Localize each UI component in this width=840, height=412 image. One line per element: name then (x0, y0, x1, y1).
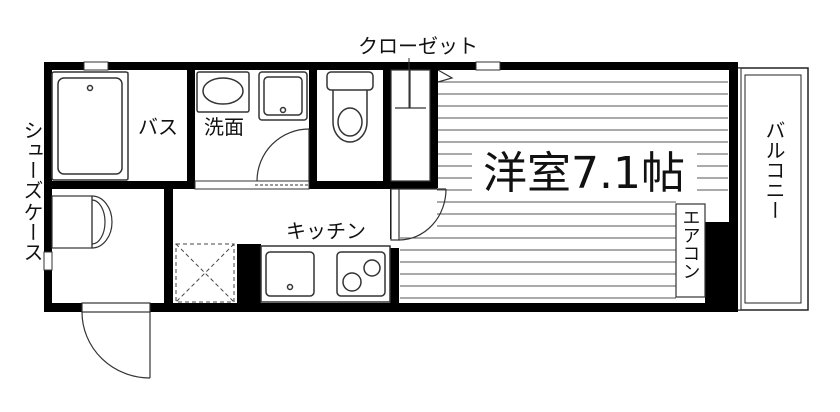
entrance-door (81, 302, 151, 379)
shoe-case (51, 195, 113, 249)
room-door (390, 188, 447, 241)
aircon-box (675, 203, 706, 298)
top-window-2 (475, 61, 501, 71)
bath-label: バス (138, 115, 178, 139)
washroom-threshold (194, 180, 310, 190)
shoe-case-label-2: ケース (20, 202, 44, 262)
washroom-door (256, 128, 310, 182)
balcony-label: バルコニー (762, 120, 786, 220)
top-window-1 (83, 61, 109, 71)
washbasin (196, 71, 250, 113)
room-label: 洋室7.1帖 (483, 148, 685, 199)
shoe-case-label-1: シューズ (20, 120, 44, 200)
kitchen-counter (260, 245, 391, 303)
kitchen-label: キッチン (286, 219, 366, 243)
washing-machine-pan (258, 71, 308, 121)
closet-label: クローゼット (358, 34, 478, 58)
room-label-backing (472, 145, 697, 197)
refrigerator-space (175, 243, 235, 303)
washroom-label: 洗面 (204, 115, 244, 139)
aircon-label: エアコン (680, 208, 701, 280)
room-floor-stripes (400, 81, 728, 299)
toilet (326, 71, 374, 143)
closet (390, 69, 454, 182)
shoe-case-window (43, 251, 53, 271)
bathtub (51, 71, 129, 181)
